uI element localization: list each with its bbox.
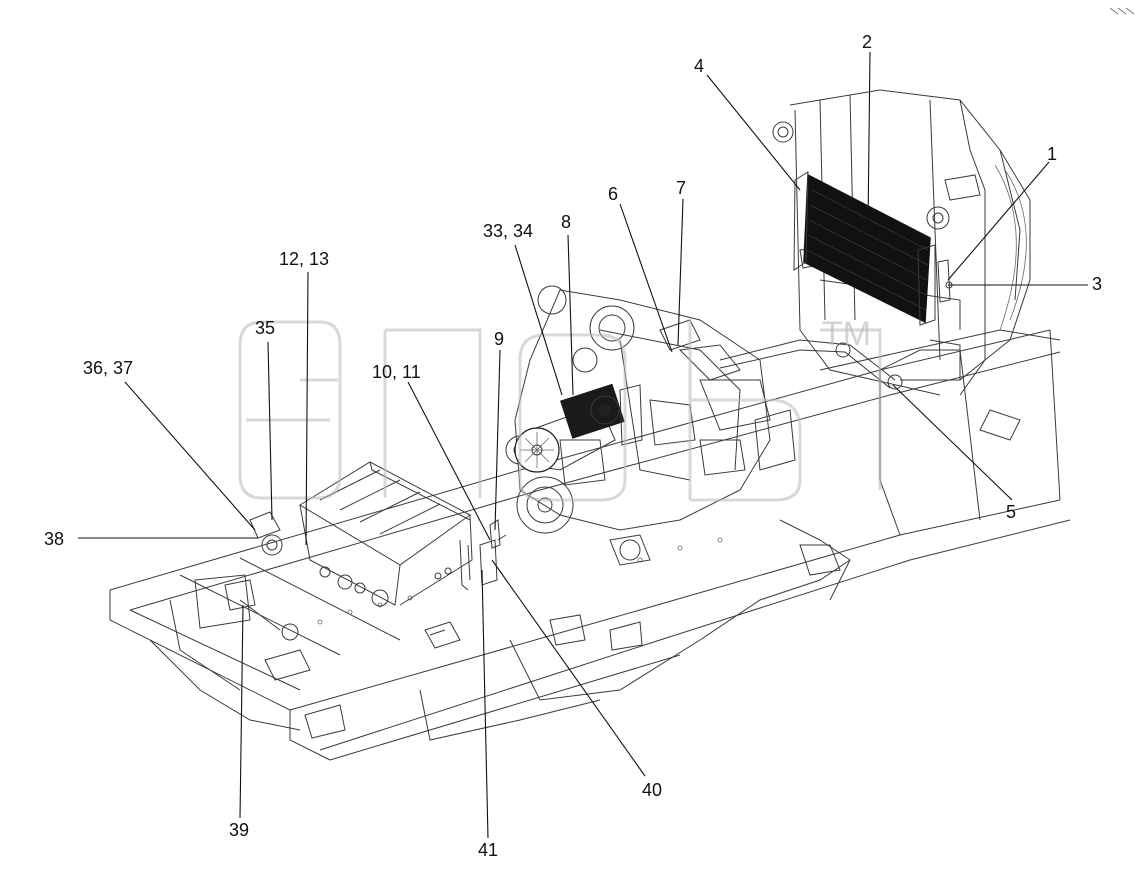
callout-6: 6: [608, 184, 618, 204]
callout-39: 39: [229, 820, 249, 840]
leader-lines: [78, 51, 1088, 839]
callout-labels: 1 2 3 4 5 6 7 8 9 10, 11 12, 13 33, 34 3…: [44, 32, 1102, 860]
callout-4: 4: [694, 56, 704, 76]
callout-7: 7: [676, 178, 686, 198]
callout-10-11: 10, 11: [372, 362, 421, 382]
callout-41: 41: [478, 840, 498, 860]
callout-1: 1: [1047, 144, 1057, 164]
watermark: TM: [238, 315, 882, 502]
callout-8: 8: [561, 212, 571, 232]
callout-12-13: 12, 13: [279, 249, 329, 269]
callout-38: 38: [44, 529, 64, 549]
engine-block: [505, 285, 903, 566]
callout-35: 35: [255, 318, 275, 338]
callout-36-37: 36, 37: [83, 358, 133, 378]
small-parts: [224, 511, 507, 649]
callout-2: 2: [862, 32, 872, 52]
callout-3: 3: [1092, 274, 1102, 294]
heater-unit: [299, 461, 473, 607]
ac-condenser: [793, 171, 953, 326]
watermark-trademark: TM: [822, 315, 871, 353]
callout-40: 40: [642, 780, 662, 800]
callout-9: 9: [494, 329, 504, 349]
corner-mark: [1109, 7, 1135, 15]
ac-compressor: [514, 383, 643, 473]
chassis-frame: [109, 329, 1071, 761]
callout-33-34: 33, 34: [483, 221, 533, 241]
callout-5: 5: [1006, 502, 1016, 522]
